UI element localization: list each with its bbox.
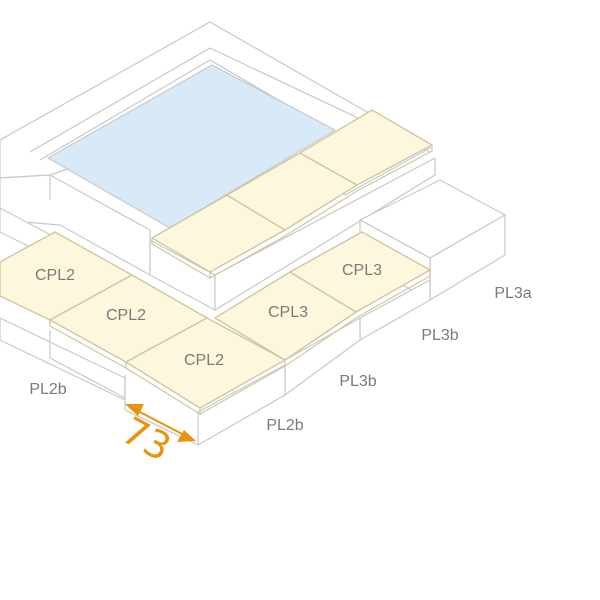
pool-wall-back-inner	[29, 47, 431, 153]
side-label-pl3a: PL3a	[494, 285, 531, 302]
dimension-arrow	[125, 404, 196, 442]
side-label-pl2b-front: PL2b	[266, 417, 303, 434]
side-label-pl3b-back: PL3b	[421, 327, 458, 344]
side-label-pl2b-left: PL2b	[29, 381, 66, 398]
cap-label-cpl2-a: CPL2	[35, 267, 75, 284]
pool-wall-right-face	[214, 157, 436, 311]
terrace-edge-front	[124, 375, 199, 446]
cap-label-cpl2-c: CPL2	[184, 352, 224, 369]
cap-label-cpl3-a: CPL3	[268, 304, 308, 321]
pool-water	[47, 64, 336, 229]
terrace-face-pl2b-front	[197, 364, 286, 446]
cap-label-cpl2-b: CPL2	[106, 307, 146, 324]
cap-label-cpl3-b: CPL3	[342, 262, 382, 279]
terrace-edge-left	[49, 330, 126, 399]
side-label-pl3b-front: PL3b	[339, 373, 376, 390]
dimension-value: 73	[115, 408, 178, 470]
